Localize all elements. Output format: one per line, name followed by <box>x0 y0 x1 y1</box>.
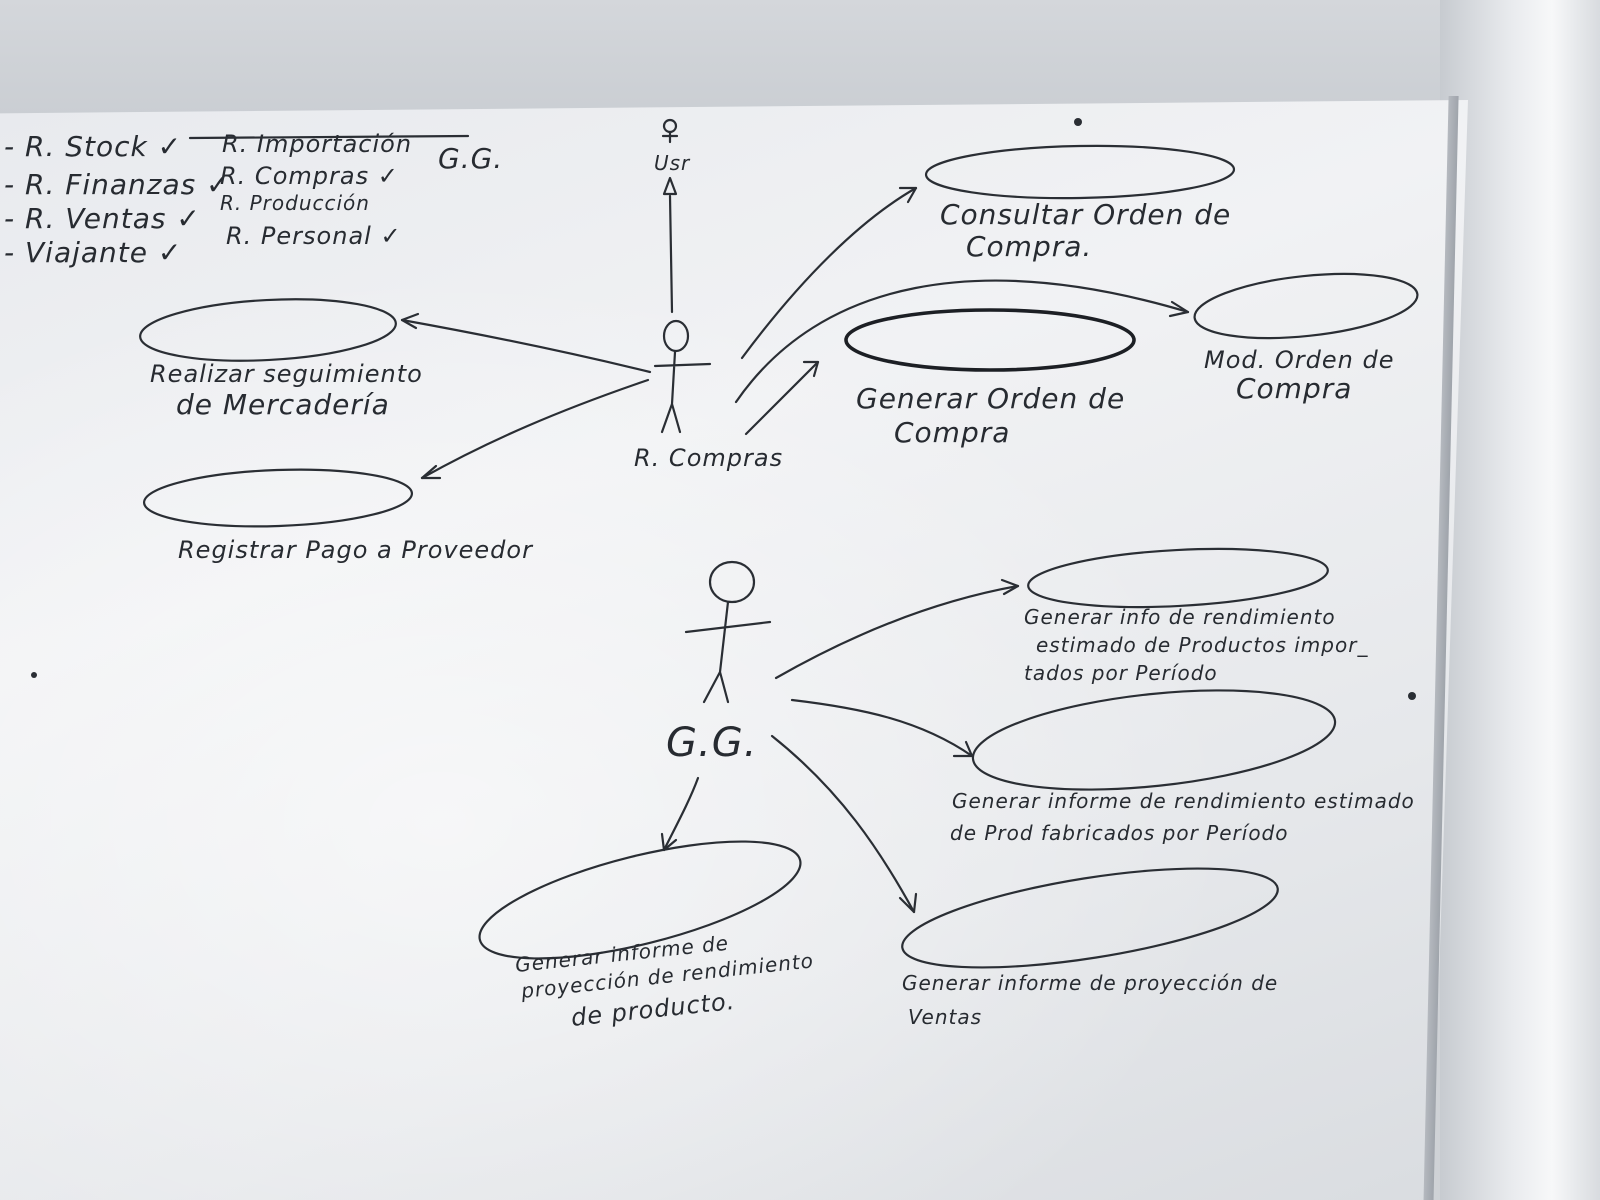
use-case-seguimiento: Realizar seguimiento de Mercadería <box>139 298 423 421</box>
role-item-ventas: - R. Ventas ✓ <box>4 202 201 235</box>
use-case-label: Generar informe de proyección de <box>902 971 1278 995</box>
use-case-registrar-pago: Registrar Pago a Proveedor <box>142 468 534 564</box>
use-case-productos-fabricados: Generar informe de rendimiento estimado … <box>950 689 1415 845</box>
role-item-personal: R. Personal ✓ <box>226 222 402 250</box>
actor-name-gg: G.G. <box>666 720 757 766</box>
arrow-line <box>400 318 652 374</box>
use-case-label: Generar info de rendimiento <box>1024 605 1336 629</box>
use-case-productos-importados: Generar info de rendimiento estimado de … <box>1024 547 1368 685</box>
arrow-line <box>734 279 1190 404</box>
generalization-line <box>668 194 674 314</box>
arrow-line <box>420 378 650 480</box>
use-case-label: Mod. Orden de <box>1204 346 1394 374</box>
arrowhead-icon <box>898 186 918 204</box>
actor-name-r-compras: R. Compras <box>634 444 783 472</box>
use-case-generar-orden: Generar Orden de Compra <box>844 308 1136 449</box>
board-mark <box>31 672 37 678</box>
use-case-label: Ventas <box>908 1005 982 1029</box>
arrow-line <box>744 360 820 436</box>
wall-right-edge <box>1440 0 1600 1200</box>
arrowhead-icon <box>660 832 678 852</box>
arrow-line <box>790 698 974 758</box>
use-case-label: estimado de Productos impor_ <box>1036 633 1368 657</box>
board-mark <box>1074 118 1082 126</box>
role-item-stock: - R. Stock ✓ <box>4 130 182 163</box>
generalization-triangle-icon <box>662 176 678 196</box>
role-item-importacion: R. Importación <box>222 130 412 158</box>
use-case-proyeccion-producto: Generar informe de proyección de rendimi… <box>478 840 815 1032</box>
arrowhead-icon <box>1168 300 1190 318</box>
use-case-label: tados por Período <box>1024 661 1218 685</box>
actor-body-icon <box>653 350 712 434</box>
role-item-viajante: - Viajante ✓ <box>4 236 182 269</box>
arrowhead-icon <box>1000 578 1020 596</box>
actor-gg: G.G. <box>666 560 772 766</box>
use-case-oval <box>971 689 1337 791</box>
use-case-oval <box>478 840 802 960</box>
arrowhead-icon <box>952 740 974 758</box>
use-case-oval <box>139 298 397 362</box>
arrowhead-icon <box>400 312 420 330</box>
use-case-oval <box>924 144 1236 200</box>
use-case-oval <box>844 308 1136 372</box>
use-case-oval <box>901 867 1279 969</box>
arrowhead-icon <box>802 360 820 378</box>
use-case-proyeccion-ventas: Generar informe de proyección de Ventas <box>901 867 1279 1029</box>
actor-body-icon <box>684 600 772 704</box>
arrow-line <box>770 734 916 914</box>
use-case-oval <box>1193 272 1419 340</box>
whiteboard <box>0 100 1468 1200</box>
arrow-line <box>662 776 700 852</box>
actor-small-label: Usr <box>654 151 691 175</box>
use-case-consultar-orden: Consultar Orden de Compra. <box>924 144 1236 263</box>
associations-bottom <box>660 578 1020 914</box>
use-case-label: de Prod fabricados por Período <box>950 821 1289 845</box>
use-case-label: Generar informe de rendimiento estimado <box>952 789 1415 813</box>
use-case-oval <box>1027 547 1329 609</box>
use-case-label: de Mercadería <box>176 388 390 421</box>
role-item-compras: R. Compras ✓ <box>220 162 399 190</box>
use-case-oval <box>142 468 414 528</box>
role-item-finanzas: - R. Finanzas ✓ <box>4 168 231 201</box>
role-item-produccion: R. Producción <box>220 191 370 215</box>
strike-through-line <box>188 134 470 140</box>
use-case-label: Compra. <box>966 230 1092 263</box>
associations-top <box>400 186 1190 480</box>
actor-head-icon <box>708 560 756 604</box>
arrow-line <box>774 584 1020 680</box>
actor-small-head-icon <box>662 118 678 134</box>
use-case-label: Realizar seguimiento <box>150 360 423 388</box>
use-case-label: Compra <box>1236 372 1352 405</box>
gg-note: G.G. <box>438 142 503 175</box>
role-checklist: - R. Stock ✓ - R. Finanzas ✓ - R. Ventas… <box>4 130 503 269</box>
arrowhead-icon <box>898 892 918 914</box>
use-case-label: Compra <box>894 416 1010 449</box>
use-case-label: Registrar Pago a Proveedor <box>178 536 534 564</box>
arrow-line <box>740 186 918 360</box>
arrowhead-icon <box>420 464 442 480</box>
use-case-label: Consultar Orden de <box>940 198 1231 231</box>
board-mark <box>1408 692 1416 700</box>
actor-r-compras: Usr R. Compras <box>634 118 783 472</box>
use-case-mod-orden: Mod. Orden de Compra <box>1193 272 1419 405</box>
use-case-label: Generar Orden de <box>856 382 1125 415</box>
actor-head-icon <box>662 319 690 353</box>
